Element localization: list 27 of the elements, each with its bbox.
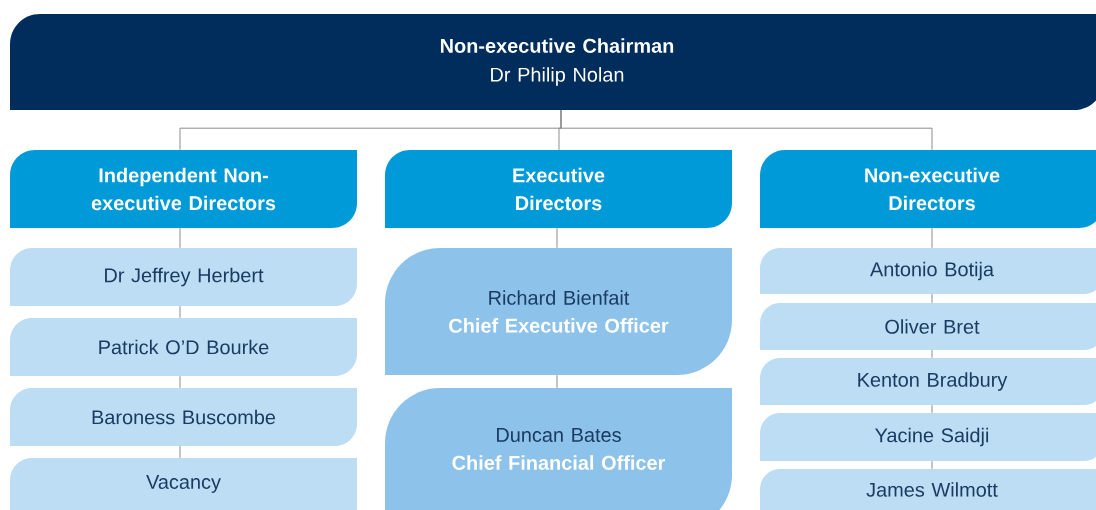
executive-box: Richard Bienfait Chief Executive Officer: [385, 248, 732, 375]
connector-line: [931, 293, 933, 304]
member-box: Baroness Buscombe: [10, 388, 357, 446]
group-header-box: Non-executive Directors: [760, 150, 1096, 228]
executive-box: Duncan Bates Chief Financial Officer: [385, 388, 732, 510]
member-box: Vacancy: [10, 458, 357, 510]
connector-line: [179, 375, 181, 389]
connector-line: [556, 374, 558, 389]
connector-line: [560, 109, 933, 151]
connector-line: [179, 227, 181, 249]
connector-line: [931, 460, 933, 470]
connector-line: [931, 404, 933, 414]
member-box: Kenton Bradbury: [760, 358, 1096, 405]
member-box: Dr Jeffrey Herbert: [10, 248, 357, 306]
member-box: Patrick O’D Bourke: [10, 318, 357, 376]
member-box: Antonio Botija: [760, 248, 1096, 294]
group-header-box: Executive Directors: [385, 150, 732, 228]
member-box: Oliver Bret: [760, 303, 1096, 350]
connector-line: [179, 305, 181, 319]
connector-line: [179, 445, 181, 459]
connector-line: [931, 349, 933, 359]
member-box: James Wilmott: [760, 469, 1096, 510]
connector-line: [556, 227, 558, 249]
connector-line: [931, 227, 933, 249]
chairman-box: Non-executive Chairman Dr Philip Nolan: [10, 14, 1096, 110]
group-header-box: Independent Non-executive Directors: [10, 150, 357, 228]
member-box: Yacine Saidji: [760, 413, 1096, 461]
